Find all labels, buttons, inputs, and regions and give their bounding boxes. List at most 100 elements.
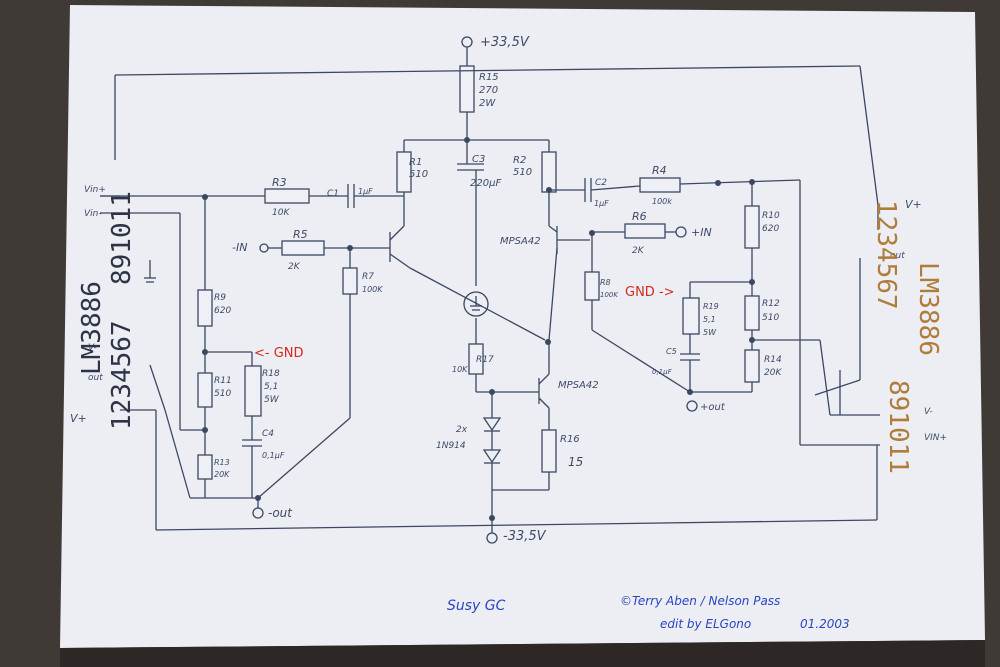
svg-text:510: 510 xyxy=(409,169,428,180)
right-stage xyxy=(549,177,880,520)
svg-text:1N914: 1N914 xyxy=(436,441,466,451)
resistor-r12 xyxy=(744,295,760,331)
plus-out-label: +out xyxy=(700,402,726,413)
credit-text: ©Terry Aben / Nelson Pass xyxy=(620,594,780,608)
svg-text:5W: 5W xyxy=(703,328,717,337)
svg-text:10K: 10K xyxy=(272,208,290,218)
svg-text:100k: 100k xyxy=(652,197,672,206)
transistor-bottom-label: MPSA42 xyxy=(558,380,599,391)
right-chip-name: LM3886 xyxy=(913,262,943,356)
svg-text:C1: C1 xyxy=(327,189,339,199)
svg-text:C3: C3 xyxy=(472,154,485,165)
resistor-r6 xyxy=(624,223,666,239)
svg-text:R7: R7 xyxy=(362,272,374,282)
svg-text:R19: R19 xyxy=(703,302,719,311)
svg-text:R1: R1 xyxy=(409,157,422,168)
right-chip-pins-bottom: 891011 xyxy=(883,380,913,474)
minus-out-terminal xyxy=(252,507,264,519)
left-chip-labels: Vin+ Vin- V- out V+ 891011 LM3886 123456… xyxy=(70,185,137,430)
left-chip xyxy=(100,195,205,530)
gnd-label-left: <- GND xyxy=(254,346,304,361)
resistor-r11 xyxy=(197,372,213,408)
plus-in-terminal xyxy=(675,226,687,238)
svg-text:R2: R2 xyxy=(513,155,526,166)
resistor-r2 xyxy=(541,151,557,193)
svg-text:510: 510 xyxy=(513,167,532,178)
svg-text:0,1µF: 0,1µF xyxy=(652,368,673,376)
svg-text:R17: R17 xyxy=(476,355,494,365)
svg-text:R5: R5 xyxy=(293,228,308,241)
resistor-r4 xyxy=(639,177,681,193)
middle-stage xyxy=(457,140,590,490)
svg-text:20K: 20K xyxy=(214,470,230,479)
svg-text:10K: 10K xyxy=(452,365,468,374)
neg-supply-label: -33,5V xyxy=(503,529,547,544)
svg-text:0,1µF: 0,1µF xyxy=(262,451,285,460)
schematic-title: Susy GC xyxy=(447,598,506,614)
resistor-r7 xyxy=(342,267,358,295)
pos-supply-label: +33,5V xyxy=(480,35,530,50)
plus-out-terminal xyxy=(686,400,698,412)
svg-text:R15: R15 xyxy=(479,72,499,83)
svg-text:510: 510 xyxy=(214,389,231,399)
svg-text:V+: V+ xyxy=(905,198,922,211)
minus-in-label: -IN xyxy=(232,241,247,254)
paper-sheet xyxy=(60,5,985,648)
left-chip-pins-top: 891011 xyxy=(107,191,137,285)
component-labels: +33,5V -33,5V R15 270 2W R1 510 R2 510 C… xyxy=(214,35,782,544)
svg-text:100K: 100K xyxy=(362,285,383,294)
resistor-r14 xyxy=(744,349,760,383)
resistor-r15 xyxy=(459,65,475,113)
svg-text:5,1: 5,1 xyxy=(264,382,278,392)
left-chip-pins-bottom: 1234567 xyxy=(107,320,137,430)
svg-text:5,1: 5,1 xyxy=(703,315,716,324)
edit-text: edit by ELGono xyxy=(660,617,751,631)
svg-text:R10: R10 xyxy=(762,211,780,221)
svg-text:15: 15 xyxy=(568,455,583,469)
svg-text:R16: R16 xyxy=(560,434,580,445)
svg-text:C5: C5 xyxy=(666,347,677,356)
svg-text:2K: 2K xyxy=(632,246,645,256)
gnd-label-right: GND -> xyxy=(625,285,675,300)
plus-in-label: +IN xyxy=(691,226,712,239)
svg-text:1µF: 1µF xyxy=(358,187,373,196)
svg-text:R13: R13 xyxy=(214,458,230,467)
svg-text:2K: 2K xyxy=(288,262,301,272)
svg-text:R12: R12 xyxy=(762,299,780,309)
svg-text:R4: R4 xyxy=(652,164,667,177)
svg-text:VIN+: VIN+ xyxy=(924,433,947,443)
footer: Susy GC ©Terry Aben / Nelson Pass edit b… xyxy=(447,594,850,631)
resistor-r8 xyxy=(584,271,600,301)
svg-text:1µF: 1µF xyxy=(594,199,609,208)
resistor-r3 xyxy=(264,188,310,204)
svg-text:510: 510 xyxy=(762,313,779,323)
right-chip-pins-top: 1234567 xyxy=(871,200,901,310)
minus-out-label: -out xyxy=(268,506,293,520)
svg-text:R14: R14 xyxy=(764,355,782,365)
svg-text:C4: C4 xyxy=(262,429,274,439)
svg-text:R18: R18 xyxy=(262,369,280,379)
left-input-stage xyxy=(100,140,546,519)
svg-text:R6: R6 xyxy=(632,210,647,223)
svg-text:out: out xyxy=(88,373,103,383)
svg-text:R3: R3 xyxy=(272,176,287,189)
svg-text:Vin-: Vin- xyxy=(84,209,102,219)
svg-text:220µF: 220µF xyxy=(470,178,501,189)
resistor-r10 xyxy=(744,205,760,249)
svg-text:270: 270 xyxy=(479,85,498,96)
diode-1 xyxy=(482,417,502,432)
resistor-r18 xyxy=(244,365,262,417)
supply-wiring xyxy=(114,36,879,544)
svg-text:R9: R9 xyxy=(214,293,226,303)
svg-text:R11: R11 xyxy=(214,376,232,386)
svg-text:V-: V- xyxy=(88,343,97,353)
svg-text:620: 620 xyxy=(762,224,779,234)
svg-text:2W: 2W xyxy=(479,98,496,109)
resistor-r9 xyxy=(197,289,213,327)
transistor-top-label: MPSA42 xyxy=(500,236,541,247)
svg-text:100K: 100K xyxy=(600,291,619,299)
svg-text:Vin+: Vin+ xyxy=(84,185,106,195)
date-text: 01.2003 xyxy=(800,617,850,631)
right-chip-labels: V+ out V- VIN+ 1234567 LM3886 891011 xyxy=(871,198,947,474)
